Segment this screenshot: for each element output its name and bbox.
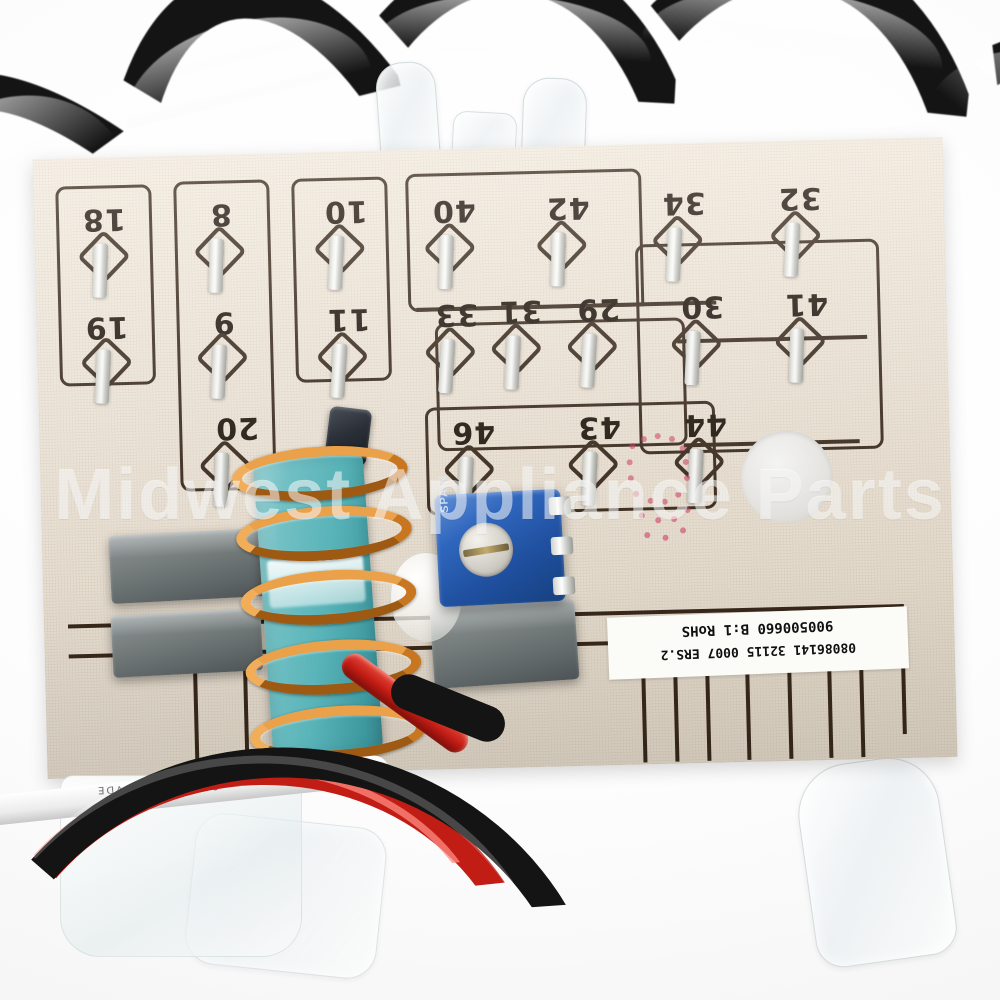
pin-label-41: 41 xyxy=(783,285,829,322)
label-line-1: 900500660 B:1 RoHS xyxy=(681,617,834,639)
red-date-stamp xyxy=(622,426,739,552)
pin-label-30: 30 xyxy=(679,288,725,325)
pin-tab-43 xyxy=(581,451,598,506)
ferrite-block-lower xyxy=(110,608,264,678)
pin-label-32: 32 xyxy=(777,179,822,217)
pin-tab-34 xyxy=(665,227,683,282)
pin-tab-20 xyxy=(213,452,230,507)
label-line-2: 08086141 32115 0007 ERS.2 xyxy=(660,639,857,662)
pin-tab-8 xyxy=(208,238,224,293)
pin-label-40: 40 xyxy=(431,192,477,229)
pin-tab-19 xyxy=(94,349,112,404)
pin-label-42: 42 xyxy=(545,189,591,226)
trim-potentiometer[interactable]: SPAIN xyxy=(434,475,576,608)
pin-tab-40 xyxy=(438,234,454,290)
pin-tab-31 xyxy=(504,335,521,390)
pin-tab-41 xyxy=(788,328,805,383)
trimmer-dial[interactable] xyxy=(457,521,515,579)
pin-label-31: 31 xyxy=(497,292,543,329)
pin-label-29: 29 xyxy=(575,290,621,327)
pin-tab-11 xyxy=(330,343,348,399)
trimmer-screw-slot xyxy=(462,542,510,557)
pin-label-46: 46 xyxy=(450,413,496,451)
pin-tab-42 xyxy=(550,232,566,287)
pin-label-34: 34 xyxy=(661,184,706,221)
trimmer-brand-text: SPAIN xyxy=(437,474,452,514)
mounting-hole xyxy=(739,429,834,524)
pin-label-10: 10 xyxy=(323,193,369,230)
pin-tab-30 xyxy=(684,330,701,386)
pin-tab-9 xyxy=(210,344,228,400)
common-mode-choke xyxy=(230,440,428,767)
pin-label-43: 43 xyxy=(576,408,622,445)
pin-tab-32 xyxy=(783,222,801,277)
pin-label-11: 11 xyxy=(326,301,371,338)
pin-tab-10 xyxy=(327,235,345,291)
pin-label-33: 33 xyxy=(434,296,479,333)
pin-tab-18 xyxy=(92,243,109,298)
product-label: 900500660 B:1 RoHS 08086141 32115 0007 E… xyxy=(606,606,910,680)
